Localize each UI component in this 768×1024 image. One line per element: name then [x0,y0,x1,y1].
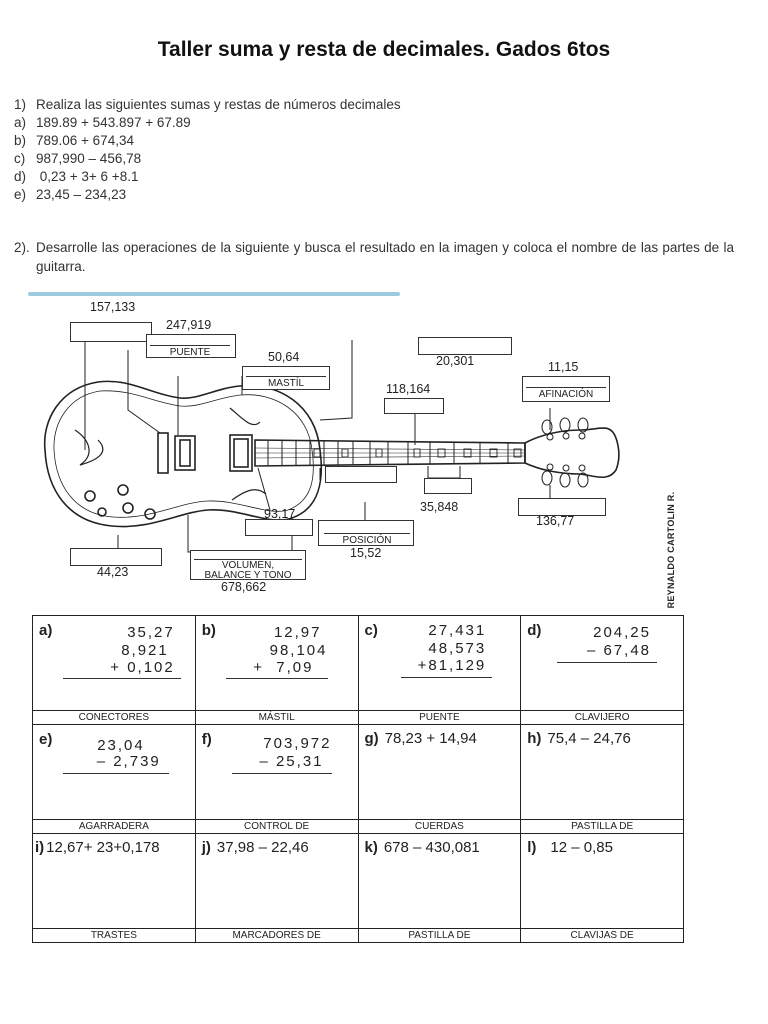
exercise-cell[interactable]: g)78,23 + 14,94 CUERDAS [358,725,522,834]
sum-rule [231,773,332,774]
exercise-cell[interactable]: b) 12,97 98,104 + 7,09 MÁSTIL [195,616,359,725]
value-label: 678,662 [221,580,267,594]
answer-box[interactable] [522,376,610,402]
answer-box[interactable] [424,478,472,494]
exercise-grid: a) 35,27 8,921 + 0,102 CONECTORES b) 12,… [32,615,684,943]
question-1-prompt: Realiza las siguientes sumas y restas de… [36,97,401,112]
value-label: 50,64 [268,350,300,364]
decorative-line [28,292,400,296]
sum-rule [225,678,328,679]
part-label-posicion: POSICIÓN [324,533,410,546]
question-1: 1) Realiza las siguientes sumas y restas… [14,96,401,204]
exercise-cell[interactable]: d) 204,25 – 67,48 CLAVIJERO [521,616,684,725]
exercise-cell[interactable]: c) 27,431 48,573 +81,129 PUENTE [358,616,522,725]
value-label: 118,164 [386,382,431,396]
question-2-text: Desarrolle las operaciones de la siguien… [36,240,734,274]
value-label: 20,301 [436,354,475,368]
value-label: 35,848 [420,500,459,514]
sum-rule [400,677,493,678]
exercise-cell[interactable]: h)75,4 – 24,76 PASTILLA DE [521,725,684,834]
exercise-cell[interactable]: l)12 – 0,85 CLAVIJAS DE [521,834,684,943]
value-label: 157,133 [90,300,136,314]
value-label: 44,23 [97,565,129,579]
exercise-cell[interactable]: f) 703,972 – 25,31 CONTROL DE [195,725,359,834]
answer-box[interactable] [190,550,306,580]
question-1-item: b) 789.06 + 674,34 [14,133,134,148]
answer-box[interactable] [70,548,162,566]
value-label: 11,15 [548,360,579,374]
question-2: 2). Desarrolle las operaciones de la sig… [14,238,734,276]
value-label: 247,919 [166,318,212,332]
answer-box[interactable] [325,466,397,483]
answer-box[interactable] [242,366,330,390]
question-1-item: c) 987,990 – 456,78 [14,151,142,166]
value-label: 136,77 [536,514,575,528]
guitar-body [43,380,323,528]
part-label-volumen: VOLUMEN, BALANCE Y TONO [194,559,302,581]
exercise-cell[interactable]: i)12,67+ 23+0,178 TRASTES [33,834,196,943]
sum-rule [557,662,657,663]
part-label-afinacion: AFINACIÓN [526,387,606,400]
exercise-cell[interactable]: e) 23,04 – 2,739 AGARRADERA [33,725,196,834]
author-signature: REYNALDO CARTOLIN R. [666,491,676,608]
part-label-mastil: MASTÍL [246,376,326,389]
answer-box[interactable] [384,398,444,414]
value-label: 93,17 [264,507,296,521]
exercise-cell[interactable]: a) 35,27 8,921 + 0,102 CONECTORES [33,616,196,725]
guitar-diagram [43,322,620,553]
question-1-item: e) 23,45 – 234,23 [14,187,127,202]
answer-box[interactable] [245,519,313,536]
page-title: Taller suma y resta de decimales. Gados … [157,38,611,61]
question-1-number: 1) [14,97,27,112]
answer-box[interactable] [146,334,236,358]
answer-box[interactable] [418,337,512,355]
exercise-cell[interactable]: j)37,98 – 22,46 MARCADORES DE [195,834,359,943]
question-1-item: a) 189.89 + 543.897 + 67.89 [14,115,191,130]
value-label: 15,52 [350,546,382,560]
answer-box[interactable] [518,498,606,516]
sum-rule [63,678,181,679]
sum-rule [63,773,169,774]
answer-box[interactable] [70,322,152,342]
part-label-puente: PUENTE [150,345,230,358]
question-1-item: d) 0,23 + 3+ 6 +8.1 [14,169,139,184]
question-2-number: 2). [14,240,30,255]
exercise-cell[interactable]: k)678 – 430,081 PASTILLA DE [358,834,522,943]
